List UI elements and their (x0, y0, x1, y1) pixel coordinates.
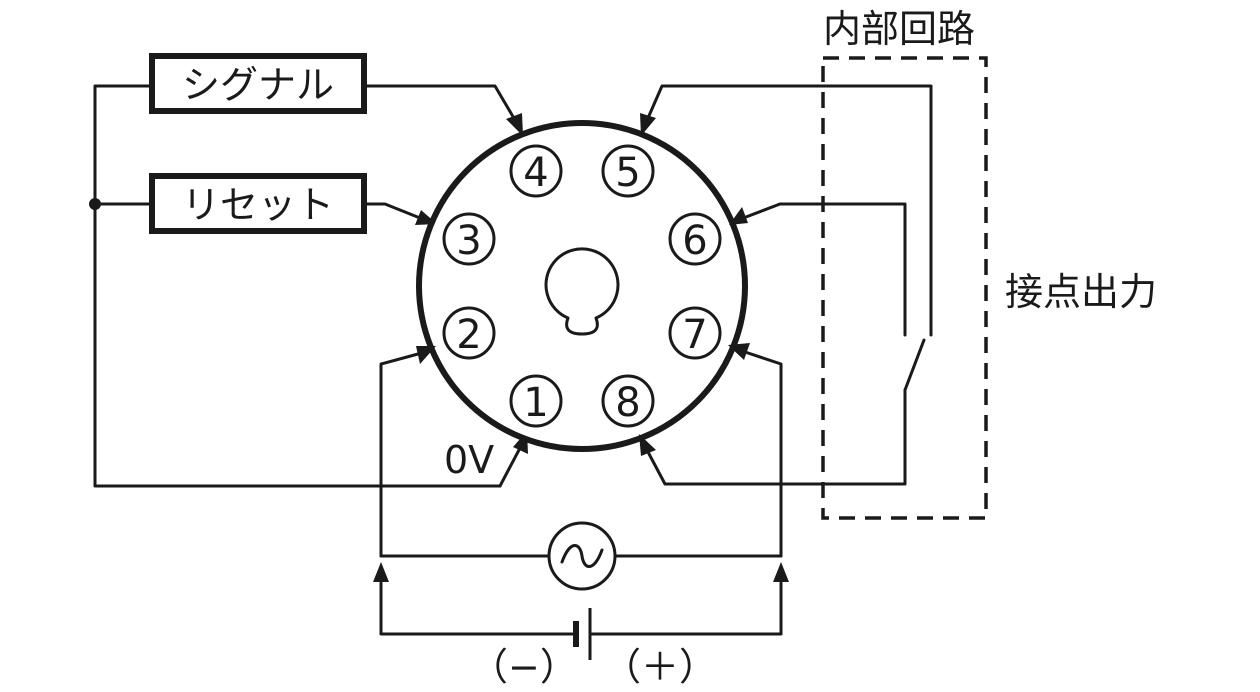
svg-text:5: 5 (615, 150, 640, 196)
center-key (544, 247, 620, 336)
pin-6: 6 (668, 212, 722, 266)
pin-4: 4 (509, 144, 563, 198)
ac-source (379, 521, 783, 591)
ac-source-icon (560, 544, 604, 568)
minus-label: （−） (470, 645, 578, 689)
internal-circuit-label: 内部回路 (823, 7, 975, 51)
internal-circuit-box (821, 56, 988, 520)
svg-text:4: 4 (523, 150, 548, 196)
contact-switch (903, 338, 926, 392)
svg-text:2: 2 (456, 312, 481, 358)
pin6-wire (729, 202, 907, 337)
pin7-supply-wire (728, 343, 783, 558)
dc-battery (373, 562, 789, 660)
pin-1: 1 (509, 374, 563, 428)
pin-8: 8 (601, 374, 655, 428)
zero-v-label: 0V (444, 438, 494, 482)
reset-box: リセット (149, 173, 367, 234)
signal-label: シグナル (182, 63, 334, 107)
pin5-wire (640, 84, 933, 337)
pin-7: 7 (668, 306, 722, 360)
reset-label: リセット (182, 183, 334, 227)
plus-label: （＋） (603, 645, 717, 689)
svg-text:6: 6 (682, 218, 707, 264)
svg-text:8: 8 (615, 380, 640, 426)
pin2-supply-wire (379, 346, 436, 558)
signal-wire (362, 84, 523, 136)
pin-3: 3 (442, 212, 496, 266)
pin-5: 5 (601, 144, 655, 198)
junction-dot (89, 198, 101, 210)
contact-output-label: 接点出力 (1005, 270, 1157, 314)
socket-body (416, 120, 748, 452)
svg-text:7: 7 (682, 312, 707, 358)
pin-2: 2 (442, 306, 496, 360)
svg-text:3: 3 (456, 218, 481, 264)
pin8-wire (639, 388, 907, 486)
reset-wire (362, 202, 437, 225)
left-bus-wire (89, 84, 502, 488)
signal-box: シグナル (149, 53, 367, 114)
svg-text:1: 1 (523, 380, 548, 426)
